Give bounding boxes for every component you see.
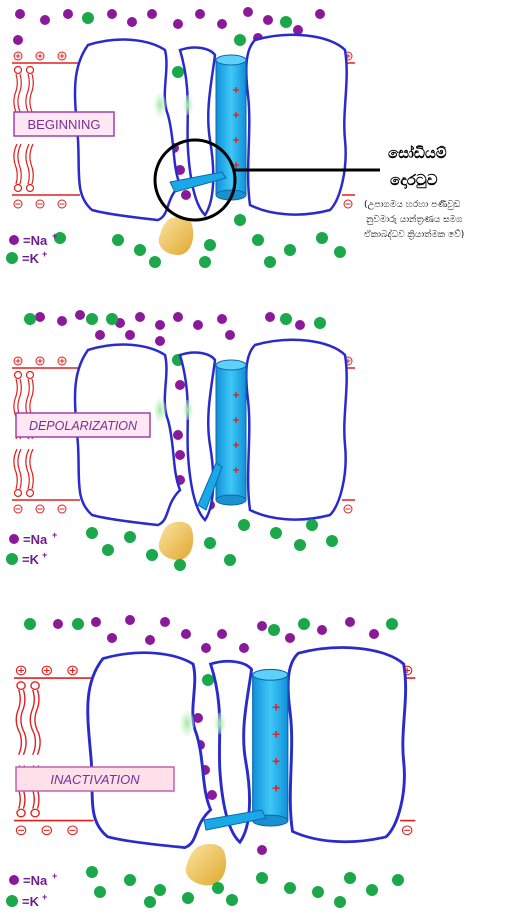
- na-legend-sup-2: +: [52, 530, 57, 540]
- k-ions-bottom: [54, 214, 346, 268]
- callout-title-2: දොරටුව: [390, 171, 438, 190]
- sodium-gate-callout: සෝඩියම් දොරටුව (උපාගමය හරහා පණිවුඩ නුවමා…: [364, 144, 464, 240]
- state-label-inactivation: INACTIVATION: [50, 772, 140, 787]
- k-legend-swatch: [6, 252, 18, 264]
- k-legend-label-2: =K: [22, 552, 40, 567]
- k-legend-sup-2: +: [42, 550, 47, 560]
- na-legend-label: =Na: [23, 233, 48, 248]
- panel-beginning: BEGINNING =Na + =K +: [6, 7, 380, 268]
- na-legend-label-3: =Na: [23, 873, 48, 888]
- callout-note-2: නුවමාරු යාන්ත්‍රණය සමග: [366, 214, 463, 225]
- state-label-beginning: BEGINNING: [28, 117, 101, 132]
- callout-title-1: සෝඩියම්: [388, 144, 447, 162]
- k-legend-label: =K: [22, 251, 40, 266]
- callout-note-3: ඒකාබද්ධව ක්‍රියාත්මක වේ): [364, 229, 464, 240]
- na-legend-sup-3: +: [52, 871, 57, 881]
- na-legend-label-2: =Na: [23, 532, 48, 547]
- k-legend-sup-3: +: [42, 892, 47, 902]
- panel-depolarization: DEPOLARIZATION =Na + =K +: [6, 310, 355, 571]
- callout-note-1: (උපාගමය හරහා පණිවුඩ: [364, 199, 461, 210]
- na-legend-sup: +: [52, 231, 57, 241]
- k-legend-label-3: =K: [22, 894, 40, 909]
- panel-inactivation: INACTIVATION =Na + =K +: [6, 615, 415, 909]
- state-label-depolarization: DEPOLARIZATION: [29, 419, 138, 433]
- k-legend-sup: +: [42, 249, 47, 259]
- na-legend-swatch: [9, 235, 19, 245]
